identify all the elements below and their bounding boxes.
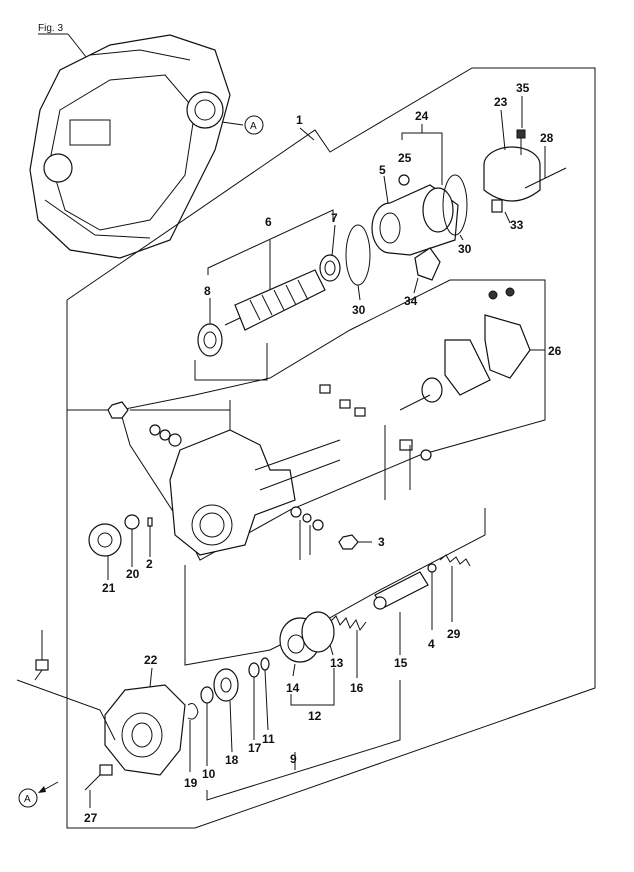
part-label-9: 9 [290, 752, 297, 766]
ring-17 [248, 662, 260, 678]
part-label-23: 23 [494, 95, 508, 109]
part-label-14: 14 [286, 681, 300, 695]
terminal-a [319, 384, 331, 394]
part-label-16: 16 [350, 681, 364, 695]
callout-a-top-label: A [250, 121, 257, 132]
part-label-6: 6 [265, 215, 272, 229]
hex-nut-left [107, 401, 129, 419]
brush-plate-33 [414, 247, 441, 281]
terminal-b [339, 399, 351, 409]
part-label-10: 10 [202, 767, 216, 781]
part-label-28: 28 [540, 131, 554, 145]
ring-11 [260, 657, 270, 671]
part-label-2: 2 [146, 557, 153, 571]
bolt-35 [34, 659, 49, 681]
part-label-13: 13 [330, 656, 344, 670]
armature-6 [224, 269, 326, 331]
bearing-7 [319, 254, 341, 282]
part-label-1: 1 [296, 113, 303, 127]
part-label-12: 12 [308, 709, 322, 723]
starter-body [169, 429, 341, 556]
part-label-21: 21 [102, 581, 116, 595]
part-label-24: 24 [415, 109, 429, 123]
nut-e [420, 449, 432, 461]
nut-3 [338, 534, 359, 550]
part-label-4: 4 [428, 637, 435, 651]
pinion-shaft-15 [373, 571, 429, 610]
washer-10 [200, 686, 214, 704]
spring-16 [329, 615, 367, 632]
terminal-d [399, 439, 413, 451]
assembly-boundary [66, 67, 596, 829]
part-label-30a: 30 [458, 242, 472, 256]
part-label-18: 18 [225, 753, 239, 767]
o-ring-30a [442, 174, 468, 236]
front-bracket-22 [104, 684, 186, 776]
part-label-22: 22 [144, 653, 158, 667]
bolt-34 [516, 129, 526, 155]
part-label-20: 20 [126, 567, 140, 581]
overrunning-clutch [279, 611, 335, 663]
part-label-7: 7 [331, 211, 338, 225]
plunger [399, 377, 443, 411]
pinion-gear-21 [88, 523, 122, 557]
figure-reference: Fig. 3 [38, 23, 63, 34]
bearing-8 [197, 323, 223, 357]
part-label-30b: 30 [352, 303, 366, 317]
part-label-5: 5 [379, 163, 386, 177]
part-label-17: 17 [248, 741, 262, 755]
spring-29 [439, 554, 471, 567]
solenoid-cover-26 [444, 287, 531, 396]
callout-a-bottom [18, 788, 38, 808]
part-label-34: 35 [516, 81, 530, 95]
terminal-c [354, 407, 366, 417]
part-label-15: 15 [394, 656, 408, 670]
part-label-25: 25 [398, 151, 412, 165]
washer-20 [124, 514, 140, 530]
ball-4 [427, 563, 437, 573]
part-label-19: 19 [184, 776, 198, 790]
callout-a-bottom-label: A [24, 794, 31, 805]
part-label-27: 27 [84, 811, 98, 825]
yoke-5 [371, 184, 459, 256]
pinion-18 [213, 668, 239, 702]
part-label-11: 11 [262, 732, 275, 746]
part-label-3: 3 [378, 535, 385, 549]
pin-2 [147, 517, 153, 527]
flywheel-housing [29, 34, 231, 259]
part-label-26: 26 [548, 344, 562, 358]
clip-19 [187, 703, 199, 720]
bushing-25 [398, 174, 410, 186]
rear-cover [483, 146, 541, 213]
bolt-27 [84, 764, 113, 791]
part-label-31: 33 [510, 218, 524, 232]
part-label-33: 34 [404, 294, 418, 308]
o-ring-30b [345, 224, 371, 286]
callout-a-top [244, 115, 264, 135]
part-label-29: 29 [447, 627, 461, 641]
part-label-8: 8 [204, 284, 211, 298]
